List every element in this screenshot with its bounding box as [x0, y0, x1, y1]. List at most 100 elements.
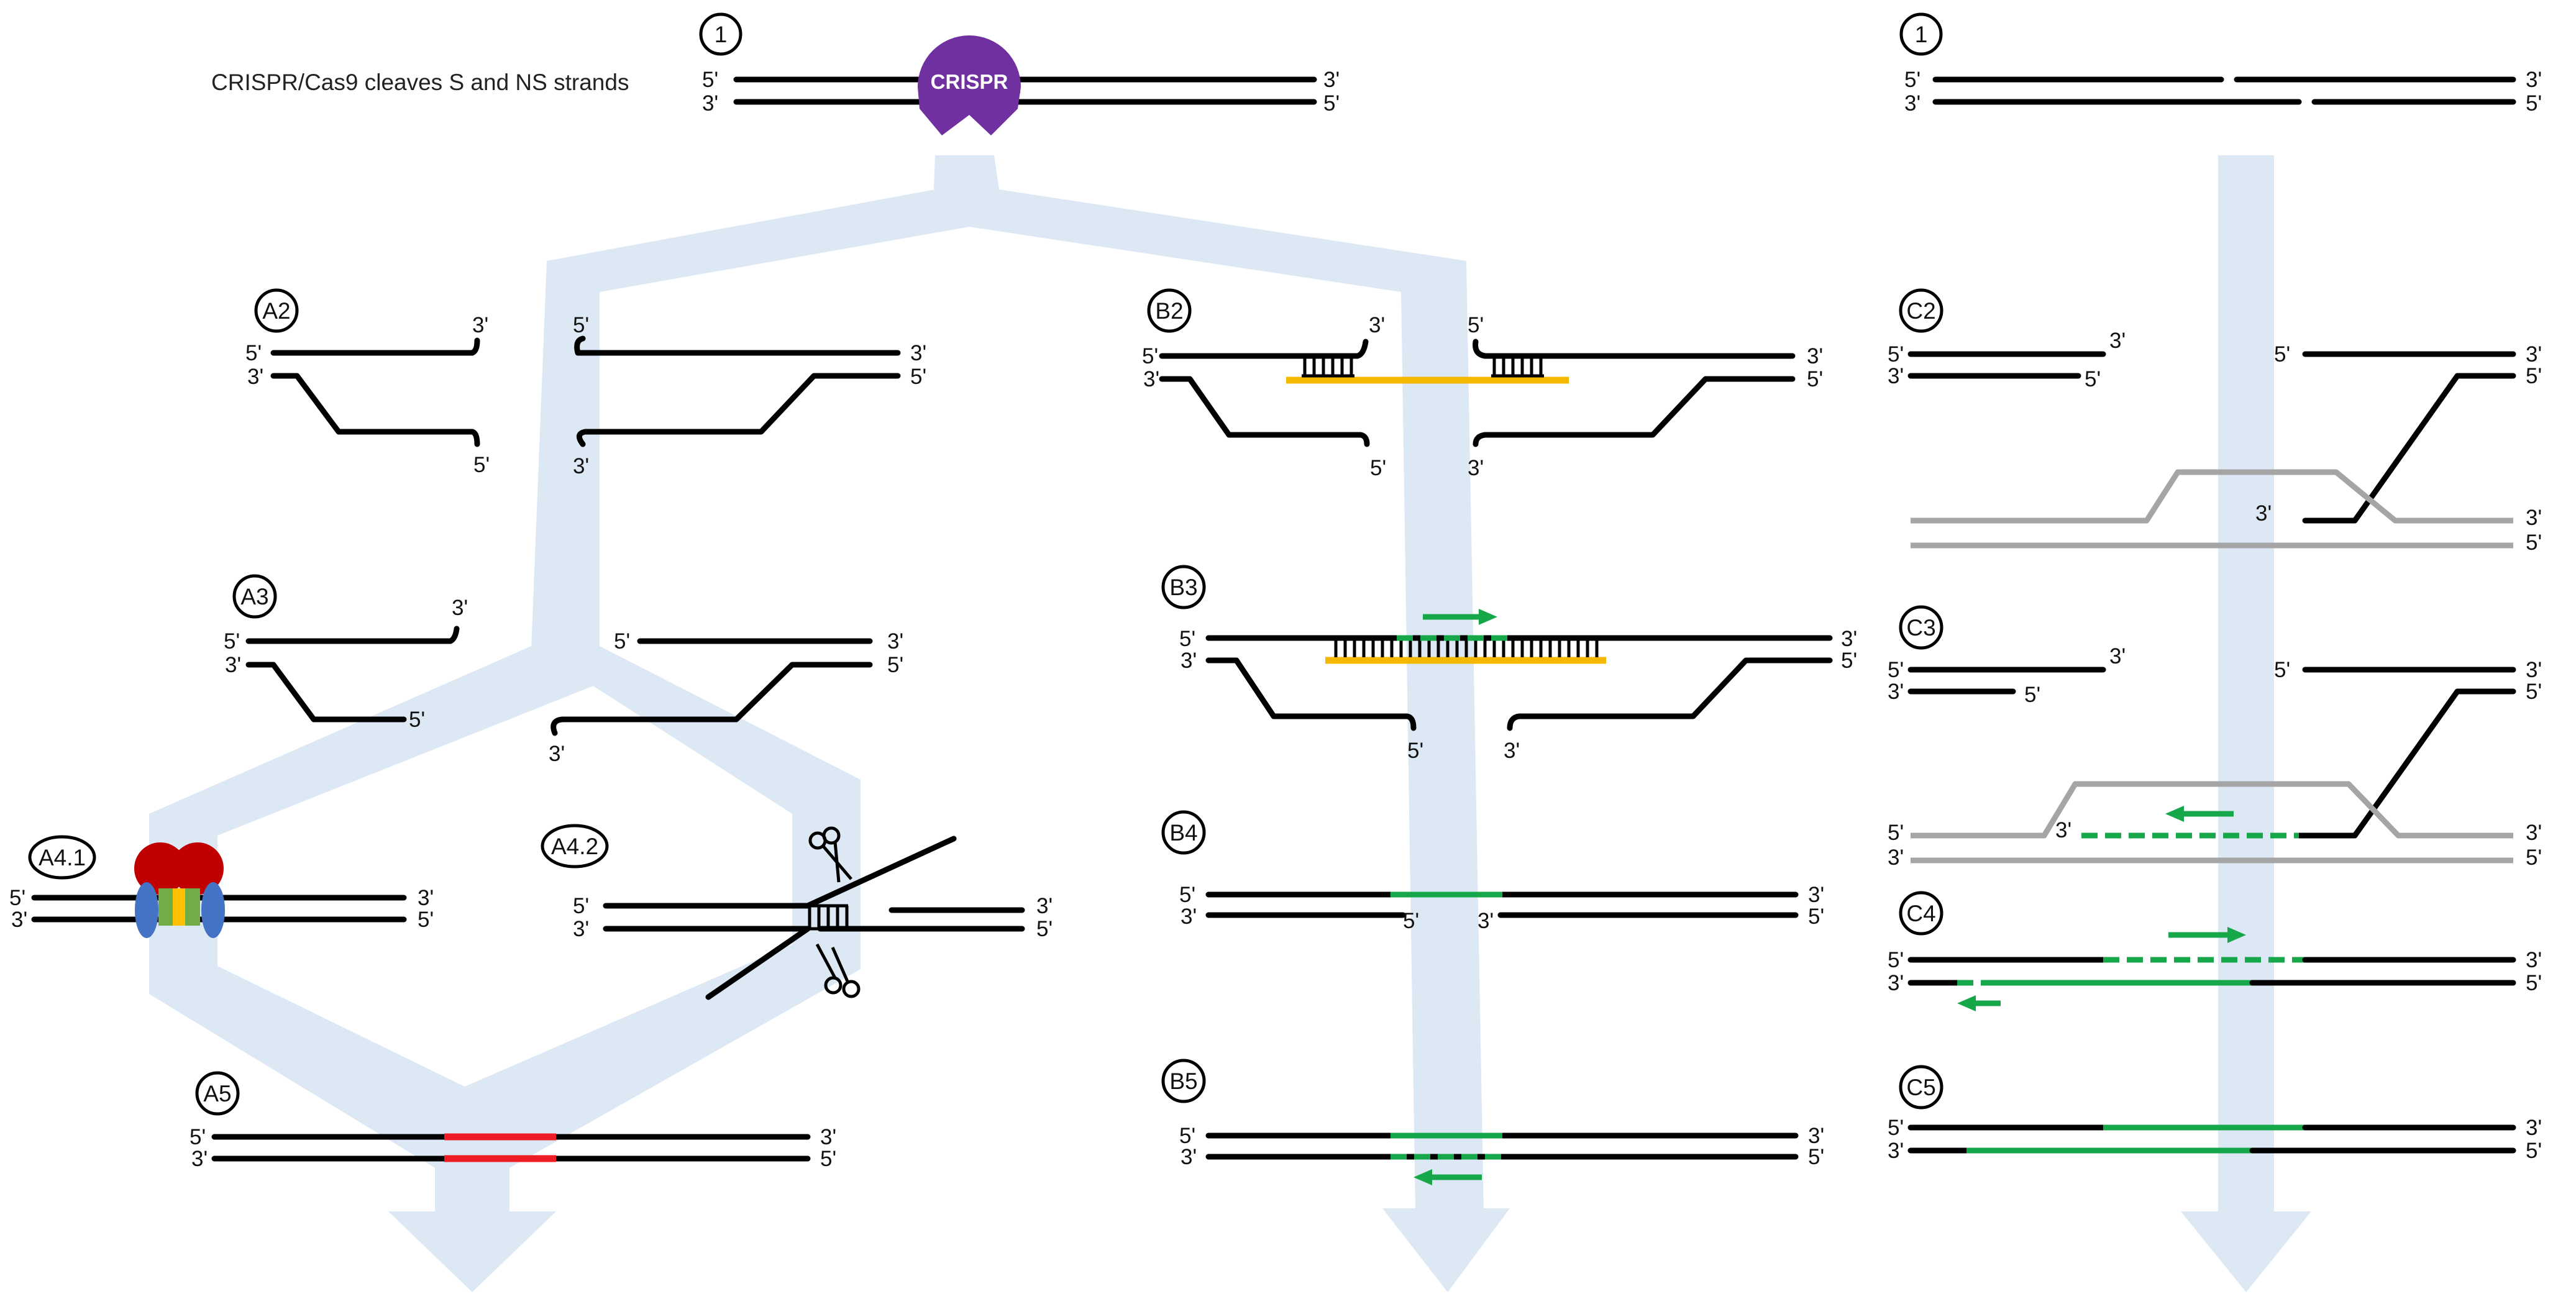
c3-label: C3 [1906, 615, 1935, 640]
b2-tag: B2 [1147, 288, 1192, 333]
a5-label: A5 [203, 1081, 231, 1106]
c1-tag: 1 [1899, 12, 1943, 56]
svg-text:5': 5' [1142, 344, 1158, 368]
svg-text:5': 5' [2526, 971, 2542, 995]
svg-text:5': 5' [1888, 1116, 1904, 1140]
svg-text:5': 5' [1323, 91, 1340, 116]
svg-text:5': 5' [2526, 531, 2542, 555]
panel-a4-2: A4.2 5' 3' [541, 824, 1053, 1000]
svg-text:3': 3' [1841, 627, 1857, 651]
svg-text:5': 5' [1179, 1124, 1195, 1148]
step1-tag: 1 [699, 12, 742, 56]
arrow-icon [1423, 609, 1497, 625]
svg-text:5': 5' [2526, 91, 2542, 116]
svg-text:3': 3' [2526, 821, 2542, 845]
c2-label: C2 [1906, 298, 1935, 324]
svg-text:3': 3' [1468, 456, 1484, 480]
svg-text:3': 3' [2055, 818, 2071, 842]
svg-text:3': 3' [910, 341, 926, 365]
b3-label: B3 [1169, 575, 1197, 600]
svg-text:3': 3' [1369, 313, 1385, 337]
panel-b5: B5 5' 3' 3' 5' [1161, 1059, 1824, 1185]
b5-label: B5 [1169, 1069, 1197, 1094]
svg-text:5': 5' [418, 908, 434, 932]
svg-text:3': 3' [11, 908, 27, 932]
svg-text:5': 5' [1370, 456, 1386, 480]
svg-text:3': 3' [549, 742, 565, 766]
panel-c4: C4 5' 3' 3' 5' [1888, 891, 2542, 1011]
flow-fork-a4-2 [435, 646, 861, 1168]
svg-text:5': 5' [1904, 68, 1921, 92]
svg-text:3': 3' [2526, 506, 2542, 530]
svg-text:5': 5' [1807, 367, 1823, 391]
svg-text:3': 3' [1808, 883, 1824, 907]
arrow-icon [2168, 927, 2246, 943]
b3-tag: B3 [1161, 565, 1206, 609]
svg-text:3': 3' [2526, 658, 2542, 682]
svg-text:3': 3' [887, 629, 903, 654]
svg-text:5': 5' [1888, 948, 1904, 972]
svg-text:5': 5' [2526, 845, 2542, 870]
svg-text:3': 3' [472, 313, 488, 337]
scissors-icon [815, 943, 861, 998]
crispr-cas9-icon: CRISPR [918, 35, 1021, 135]
scissors-icon [808, 826, 852, 883]
svg-text:5': 5' [1841, 649, 1857, 673]
svg-text:3': 3' [1036, 894, 1053, 918]
svg-text:5': 5' [1888, 342, 1904, 367]
svg-text:3': 3' [702, 91, 718, 116]
arrow-icon [1414, 1169, 1482, 1185]
svg-text:3': 3' [2109, 329, 2126, 353]
panel-a2: A2 5' 3' 3' 5' 5' 3' 3' 5' [245, 288, 926, 478]
c3-tag: C3 [1899, 605, 1943, 650]
arrow-icon [2165, 806, 2234, 822]
crispr-label: CRISPR [931, 70, 1008, 93]
svg-text:5': 5' [820, 1147, 836, 1171]
panel-c5: C5 5' 3' 3' 5' [1888, 1065, 2542, 1163]
flow-arrows [149, 155, 2311, 1292]
b5-tag: B5 [1161, 1059, 1206, 1103]
annealing-ticks [808, 904, 849, 931]
a2-label: A2 [262, 298, 290, 324]
panel-b2: B2 5' 3' 3' 5' 5' 3' [1142, 288, 1823, 480]
panel-c3: C3 5' 3' 3' 5' 5' 3' 3' 5' 5' 3' 3' 5' [1888, 605, 2542, 870]
svg-text:3': 3' [191, 1147, 208, 1171]
ku-complex-icon [134, 842, 225, 938]
svg-text:3': 3' [1478, 909, 1494, 933]
svg-text:3': 3' [2109, 644, 2126, 668]
arrow-icon [1957, 995, 2001, 1011]
svg-text:5': 5' [1468, 313, 1484, 337]
panel-a4-1: A4.1 5' 3' 3' 5' [9, 835, 434, 938]
svg-text:5': 5' [1036, 917, 1053, 941]
c4-tag: C4 [1899, 891, 1943, 936]
svg-text:3': 3' [225, 653, 241, 677]
svg-text:5': 5' [910, 365, 926, 389]
svg-text:3': 3' [820, 1125, 836, 1149]
step-1-top: 1 CRISPR/Cas9 cleaves S and NS strands 5… [211, 12, 1340, 135]
svg-text:3': 3' [1904, 91, 1921, 116]
svg-text:3': 3' [1181, 1145, 1197, 1169]
a3-label: A3 [240, 584, 268, 609]
c1-label: 1 [1915, 22, 1928, 47]
svg-text:3': 3' [1181, 905, 1197, 929]
svg-text:3': 3' [2526, 68, 2542, 92]
a4-1-label: A4.1 [39, 845, 86, 870]
svg-text:3': 3' [1181, 649, 1197, 673]
flow-arrow-b [1382, 1208, 1510, 1292]
svg-text:5': 5' [245, 341, 262, 365]
panel-c1: 1 5' 3' 3' 5' [1899, 12, 2542, 116]
b4-label: B4 [1169, 820, 1197, 845]
flow-branch-a [531, 189, 999, 649]
svg-text:5': 5' [1888, 658, 1904, 682]
c4-label: C4 [1906, 901, 1935, 926]
b2-label: B2 [1155, 298, 1183, 324]
a4-2-label: A4.2 [551, 834, 598, 859]
c5-tag: C5 [1899, 1065, 1943, 1110]
svg-text:5': 5' [1407, 739, 1423, 763]
svg-text:3': 3' [1888, 1139, 1904, 1163]
flow-branch-b [935, 189, 1484, 1211]
svg-text:3': 3' [1888, 971, 1904, 995]
panel-b3: B3 5' 3' 5' 3' 3' 5' [1161, 565, 1857, 763]
svg-text:5': 5' [1888, 821, 1904, 845]
svg-text:5': 5' [614, 629, 630, 654]
